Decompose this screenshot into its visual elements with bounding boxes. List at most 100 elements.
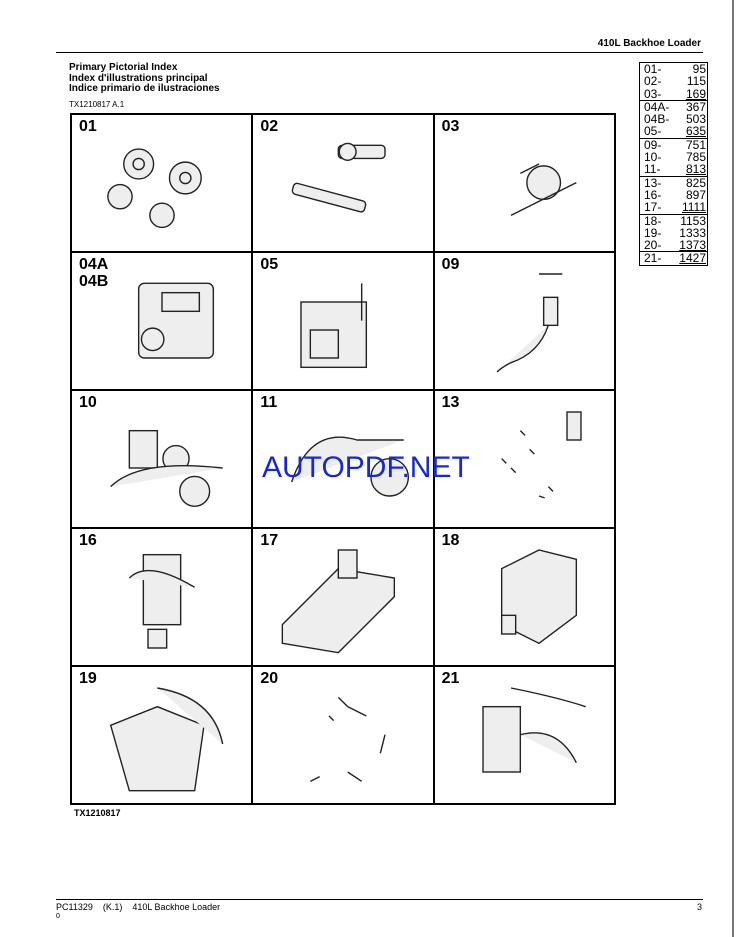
index-cell-10[interactable]: 10 bbox=[71, 390, 253, 528]
cell-label: 17 bbox=[260, 532, 279, 549]
section: 16- bbox=[644, 187, 662, 202]
section: 04A- bbox=[644, 99, 670, 114]
figure-ref: TX1210817 A.1 bbox=[69, 100, 125, 109]
section: 03- bbox=[644, 86, 662, 101]
page-ref: 169 bbox=[685, 86, 706, 101]
index-row[interactable]: 13-825 bbox=[640, 175, 707, 190]
index-row[interactable]: 19- 1333 bbox=[640, 225, 707, 240]
index-cell-20[interactable]: 20 bbox=[252, 666, 434, 804]
index-row[interactable]: 01-95 bbox=[640, 62, 707, 76]
index-cell-02[interactable]: 02 bbox=[252, 114, 434, 252]
index-cell-04A-04B[interactable]: 04A 04B bbox=[71, 252, 253, 390]
bottom-figure-ref: TX1210817 bbox=[74, 808, 121, 818]
index-cell-18[interactable]: 18 bbox=[433, 528, 615, 666]
page-ref: 785 bbox=[685, 150, 706, 165]
index-cell-11[interactable]: 11 bbox=[252, 390, 434, 528]
cell-label: 13 bbox=[441, 394, 460, 411]
page-ref: 1427 bbox=[679, 251, 706, 266]
title-en: Primary Pictorial Index bbox=[69, 62, 178, 73]
section: 05- bbox=[644, 124, 662, 139]
index-cell-16[interactable]: 16 bbox=[71, 528, 253, 666]
page-ref: 813 bbox=[685, 162, 706, 177]
page-ref: 825 bbox=[685, 175, 706, 190]
index-row[interactable]: 09- 751 bbox=[640, 137, 707, 152]
component-illustration bbox=[500, 549, 577, 645]
component-illustration bbox=[107, 148, 202, 229]
component-illustration bbox=[496, 273, 562, 373]
index-cell-03[interactable]: 03 bbox=[433, 114, 615, 252]
header-divider bbox=[56, 52, 703, 53]
footer-sub: 0 bbox=[56, 913, 60, 920]
page-ref: 897 bbox=[685, 187, 706, 202]
cell-label: 02 bbox=[260, 118, 279, 135]
page-ref: 367 bbox=[685, 99, 706, 114]
index-row[interactable]: 17-1111 bbox=[640, 200, 707, 215]
section: 10- bbox=[644, 150, 662, 165]
index-cell-17[interactable]: 17 bbox=[252, 528, 434, 666]
index-row[interactable]: 02-115 bbox=[640, 75, 707, 88]
component-illustration bbox=[481, 687, 586, 773]
component-illustration bbox=[110, 429, 223, 507]
page-ref: 1153 bbox=[680, 213, 706, 228]
component-illustration bbox=[291, 436, 410, 497]
index-row[interactable]: 10- 785 bbox=[640, 150, 707, 165]
index-row[interactable]: 11-813 bbox=[640, 162, 707, 177]
page-ref: 635 bbox=[685, 124, 706, 139]
index-cell-13[interactable]: 13 bbox=[433, 390, 615, 528]
index-row[interactable]: 04B-503 bbox=[640, 112, 707, 127]
component-illustration bbox=[291, 142, 387, 213]
index-row[interactable]: 03- 169 bbox=[640, 86, 707, 101]
component-illustration bbox=[109, 687, 224, 792]
index-row[interactable]: 21- 1427 bbox=[640, 251, 707, 266]
page-ref: 95 bbox=[692, 62, 706, 76]
cell-label: 18 bbox=[441, 532, 460, 549]
cell-label: 20 bbox=[260, 670, 279, 687]
page-ref: 1373 bbox=[679, 238, 706, 253]
component-illustration bbox=[310, 696, 387, 782]
header-title: 410L Backhoe Loader bbox=[597, 38, 701, 49]
cell-label: 10 bbox=[79, 394, 97, 411]
section: 09- bbox=[644, 137, 662, 152]
page-number: 3 bbox=[696, 902, 702, 912]
watermark: AUTOPDF.NET bbox=[262, 451, 470, 484]
footer-divider bbox=[56, 899, 703, 900]
index-row[interactable]: 18- 1153 bbox=[640, 213, 707, 228]
section: 04B- bbox=[644, 112, 670, 127]
index-group: 21- 1427 bbox=[640, 251, 707, 266]
section: 21- bbox=[644, 251, 662, 266]
section: 18- bbox=[644, 213, 662, 228]
index-row[interactable]: 05- 635 bbox=[640, 124, 707, 139]
title-fr: Index d'illustrations principal bbox=[69, 72, 208, 84]
component-illustration bbox=[300, 283, 368, 369]
cell-label: 05 bbox=[260, 256, 279, 273]
section: 19- bbox=[644, 225, 662, 240]
component-illustration bbox=[510, 163, 577, 216]
page-ref: 751 bbox=[685, 137, 706, 152]
index-cell-21[interactable]: 21 bbox=[433, 666, 615, 804]
cell-label: 09 bbox=[441, 256, 460, 273]
cell-label: 03 bbox=[441, 118, 460, 135]
cell-label: 01 bbox=[79, 118, 97, 135]
index-row[interactable]: 16- 897 bbox=[640, 187, 707, 202]
index-cell-01[interactable]: 01 bbox=[71, 114, 253, 252]
index-cell-09[interactable]: 09 bbox=[433, 252, 615, 390]
cell-label: 11 bbox=[260, 394, 278, 411]
component-illustration bbox=[281, 549, 396, 654]
index-cell-19[interactable]: 19 bbox=[71, 666, 253, 804]
page-ref: 1333 bbox=[679, 225, 706, 240]
index-row[interactable]: 04A- 367 bbox=[640, 99, 707, 114]
pictorial-index-grid: 01 02 03 04A 04B 05 09 10 11 13 16 17 18 19 20 21 bbox=[70, 113, 616, 805]
cell-label: 04A 04B bbox=[79, 256, 109, 290]
footer-text: PC11329 (K.1) 410L Backhoe Loader bbox=[56, 902, 221, 912]
cell-label: 21 bbox=[441, 670, 460, 687]
index-cell-05[interactable]: 05 bbox=[252, 252, 434, 390]
index-row[interactable]: 20-1373 bbox=[640, 238, 707, 253]
section: 17- bbox=[644, 200, 662, 215]
index-titles: Primary Pictorial Index Index d'illustra… bbox=[69, 62, 220, 95]
